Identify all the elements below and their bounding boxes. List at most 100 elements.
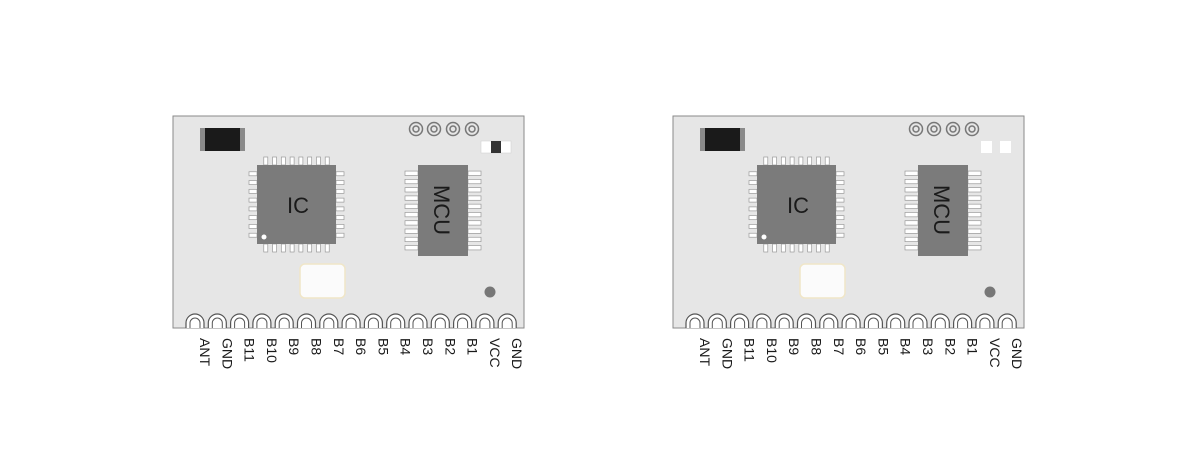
ic-chip: IC [248,156,345,253]
ic-pin [780,156,786,166]
edge-pin [319,313,339,328]
mcu-pin [467,236,482,243]
empty-pads [981,141,1011,153]
edge-pin [341,313,361,328]
pin-label: B6 [853,338,869,355]
ic-pin [835,232,845,238]
ic-chip: IC [748,156,845,253]
ic-pin [748,180,758,185]
ic-pin [748,171,758,177]
pin1-marker [261,234,267,240]
ic-pin [263,156,269,166]
edge-pin [975,313,995,328]
mcu-pin [467,212,482,218]
ic-pin [835,215,845,221]
ic-pin [748,188,758,194]
ic-pin [816,156,821,166]
pin-label: GND [509,338,525,369]
edge-pin [363,313,383,328]
ic-pin [835,224,845,229]
mcu-pin [904,195,919,201]
mcu-pin [904,178,919,185]
pin-label: B10 [764,338,780,363]
mcu-pin [904,220,919,226]
smd-resistor [480,140,512,154]
mcu-pin [967,195,982,201]
ic-pin [280,156,286,166]
mcu-pin [967,245,982,251]
mcu-pin [904,245,919,251]
ic-pin [835,206,845,212]
pin-label: B9 [286,338,302,355]
mcu-pin [467,203,482,209]
pin-label: B7 [331,338,347,355]
mcu-pin [904,212,919,218]
ic-pin [289,156,295,166]
pin-label: B3 [420,338,436,355]
mcu-pin [467,220,482,226]
edge-pin [252,313,272,328]
mcu-pin [904,203,919,209]
mcu-pin [967,187,982,193]
pin-label: B11 [742,338,758,362]
ic-label: IC [787,193,809,218]
crystal [799,263,846,299]
ic-pin [316,156,321,166]
pin-label: B9 [786,338,802,355]
mcu-pin [967,178,982,185]
pin-label: B3 [920,338,936,355]
ic-pin [248,224,258,229]
pin-label: B11 [242,338,258,362]
pin-label: VCC [487,338,503,368]
pin-label: B5 [875,338,891,355]
test-pads [908,121,980,137]
ic-pin [335,232,345,238]
pin-label: GND [1009,338,1025,369]
ic-pin [335,171,345,177]
mcu-pin [904,170,919,176]
ic-pin [835,197,845,203]
ic-pin [335,197,345,203]
ic-pin [272,156,277,166]
ic-pin [807,156,813,166]
mcu-pin [467,178,482,185]
mcu-pin [467,228,482,234]
ic-pin [748,224,758,229]
ic-pin [272,243,277,253]
ic-pin [748,215,758,221]
ic-pin [335,180,345,185]
mounting-dot [484,286,496,298]
edge-pin [430,313,450,328]
edge-pin [908,313,928,328]
ic-pin [772,243,777,253]
test-pads [408,121,480,137]
edge-pin [953,313,973,328]
smd-component-black [700,128,745,151]
ic-pin [824,156,830,166]
edge-pin [886,313,906,328]
ic-pin [835,188,845,194]
mcu-pin [967,203,982,209]
mcu-pin [404,178,419,185]
edge-pin [497,313,517,328]
mcu-pin [967,220,982,226]
mcu-pin [904,187,919,193]
edge-pin [296,313,317,328]
pin-label: B1 [465,338,481,355]
mcu-pin [404,195,419,201]
mcu-pin [967,170,982,176]
ic-pin [335,188,345,194]
edge-pin [274,313,294,328]
pin-label: B2 [942,338,958,355]
ic-pin [335,224,345,229]
edge-pin [930,313,950,328]
mcu-pin [904,228,919,234]
ic-pin [835,180,845,185]
mcu-pin [404,187,419,193]
crystal [299,263,346,299]
pin-label: ANT [197,338,213,366]
pin-label: GND [719,338,735,369]
smd-component-black [200,128,245,151]
